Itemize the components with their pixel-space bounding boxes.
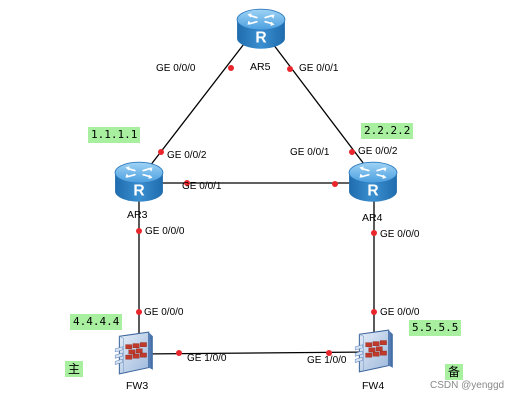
port-dot xyxy=(332,181,338,187)
port-dot xyxy=(371,230,377,236)
device-label-fw3: FW3 xyxy=(126,380,149,392)
device-label-ar5: AR5 xyxy=(250,61,271,73)
firewall-icon[interactable] xyxy=(354,329,394,373)
router-id-ar4: 2.2.2.2 xyxy=(361,123,414,140)
interface-label-ar3-ge000: GE 0/0/0 xyxy=(145,226,185,237)
role-tag-backup: 备 xyxy=(445,364,464,381)
interface-label-ar4-ge000: GE 0/0/0 xyxy=(380,229,420,240)
router-id-fw3: 4.4.4.4 xyxy=(70,314,123,331)
router-id-fw4: 5.5.5.5 xyxy=(409,320,462,337)
device-label-fw4: FW4 xyxy=(362,380,385,392)
router-icon[interactable] xyxy=(348,161,398,203)
interface-label-fw3-ge100: GE 1/0/0 xyxy=(187,353,227,364)
port-dot xyxy=(184,180,190,186)
port-dot xyxy=(349,149,355,155)
interface-label-ar4-ge002: GE 0/0/2 xyxy=(358,146,398,157)
interface-label-ar5-ge000: GE 0/0/0 xyxy=(156,63,196,74)
device-label-ar3: AR3 xyxy=(127,209,148,221)
router-id-ar3: 1.1.1.1 xyxy=(88,127,141,144)
interface-label-fw4-ge000: GE 0/0/0 xyxy=(380,307,420,318)
router-icon[interactable] xyxy=(236,8,286,50)
interface-label-fw4-ge100: GE 1/0/0 xyxy=(307,355,347,366)
router-icon[interactable] xyxy=(114,161,164,203)
port-dots xyxy=(136,65,377,356)
interface-label-ar3-ge002: GE 0/0/2 xyxy=(167,150,207,161)
port-dot xyxy=(158,149,164,155)
port-dot xyxy=(371,309,377,315)
port-dot xyxy=(136,228,142,234)
link-fw3-fw4 xyxy=(139,351,373,355)
interface-label-fw3-ge000: GE 0/0/0 xyxy=(144,307,184,318)
port-dot xyxy=(136,309,142,315)
port-dot xyxy=(326,350,332,356)
role-tag-primary: 主 xyxy=(65,361,84,378)
port-dot xyxy=(287,66,293,72)
firewall-icon[interactable] xyxy=(114,331,154,375)
port-dot xyxy=(228,65,234,71)
interface-label-ar3-ge001: GE 0/0/1 xyxy=(182,181,222,192)
device-label-ar4: AR4 xyxy=(362,212,383,224)
interface-label-ar5-ge001: GE 0/0/1 xyxy=(299,63,339,74)
port-dot xyxy=(176,350,182,356)
watermark: CSDN @yenggd xyxy=(430,380,505,391)
interface-label-ar4-ge001: GE 0/0/1 xyxy=(290,147,330,158)
